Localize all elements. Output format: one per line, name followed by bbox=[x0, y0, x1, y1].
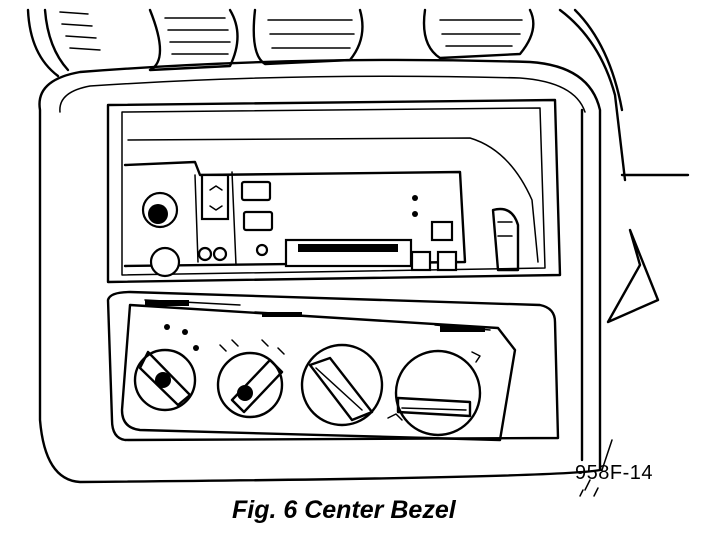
bezel-outer bbox=[38, 58, 602, 484]
button bbox=[212, 246, 228, 262]
radio-unit bbox=[123, 160, 520, 278]
radio-opening bbox=[106, 98, 562, 284]
climate-opening bbox=[106, 290, 560, 442]
figure-caption: Fig. 6 Center Bezel bbox=[232, 496, 456, 524]
seek-button bbox=[200, 173, 230, 221]
button bbox=[430, 220, 454, 242]
button bbox=[197, 246, 213, 262]
upper-vents bbox=[26, 8, 627, 182]
figure-code: 958F-14 bbox=[575, 462, 653, 484]
dash-right-edge bbox=[584, 173, 690, 491]
tone-knob bbox=[149, 246, 181, 278]
cassette-slot bbox=[284, 238, 413, 268]
fan-knob bbox=[133, 348, 197, 412]
recirculation-knob bbox=[394, 349, 482, 437]
climate-knobs bbox=[133, 324, 482, 437]
fig-code-marks bbox=[579, 487, 599, 497]
temperature-knob bbox=[300, 343, 384, 427]
mode-knob bbox=[216, 351, 284, 419]
